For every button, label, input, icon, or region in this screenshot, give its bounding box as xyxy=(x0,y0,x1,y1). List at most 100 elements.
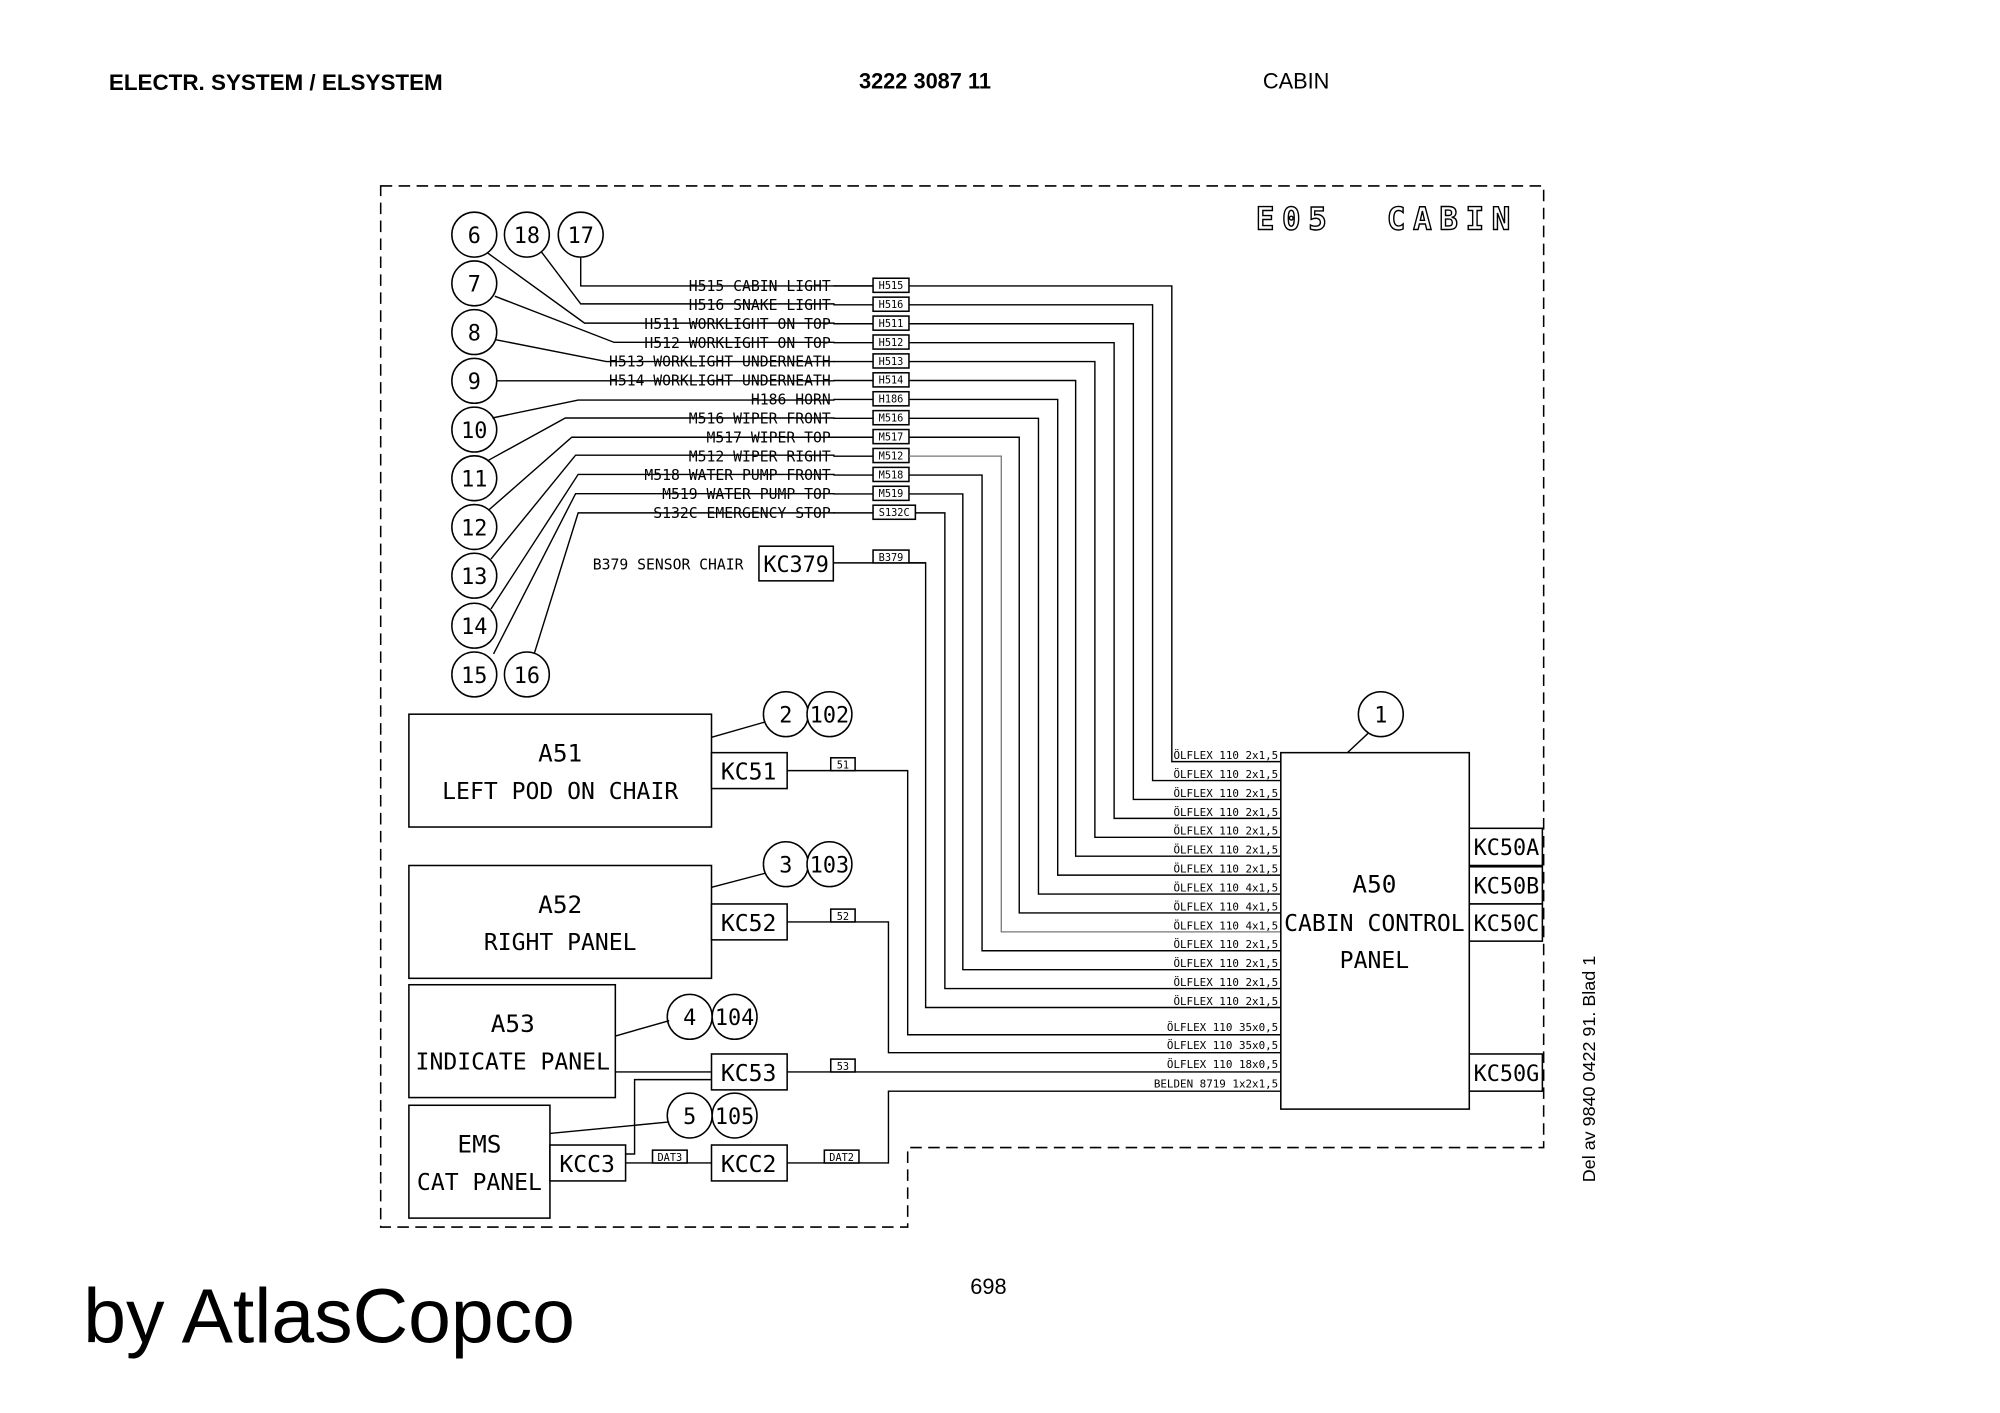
a53-id: A53 xyxy=(491,1009,535,1038)
cable-spec-label: ÖLFLEX 110 4x1,5 xyxy=(1173,919,1278,932)
reference-balloon xyxy=(451,308,498,356)
wire-tag-52 xyxy=(829,908,856,923)
circuit-wire-tag-label: H514 xyxy=(879,375,904,387)
a50-connector xyxy=(1468,827,1544,867)
reference-balloon-number: 8 xyxy=(468,321,481,346)
cable-spec-label: ÖLFLEX 110 4x1,5 xyxy=(1173,881,1278,894)
reference-balloon-number: 6 xyxy=(468,224,481,249)
wire-tag-dat2 xyxy=(823,1149,860,1164)
reference-balloon-number: 17 xyxy=(568,224,594,249)
leader-line xyxy=(486,252,835,324)
cable-spec-label: ÖLFLEX 110 2x1,5 xyxy=(1173,957,1278,970)
kcc2-connector xyxy=(710,1144,788,1182)
a50-connector xyxy=(1468,1053,1544,1092)
a51-left-pod xyxy=(408,713,713,828)
leader-line xyxy=(494,295,835,344)
cable-spec-label: ÖLFLEX 110 2x1,5 xyxy=(1173,749,1278,762)
harness-wire xyxy=(908,341,1281,820)
cable-spec-label: ÖLFLEX 110 2x1,5 xyxy=(1173,938,1278,951)
cable-spec-label: ÖLFLEX 110 2x1,5 xyxy=(1173,825,1278,838)
harness-wire xyxy=(915,512,1281,990)
reference-balloon-number: 15 xyxy=(461,664,487,689)
a52-reference-balloon-number: 3 xyxy=(779,854,792,879)
circuit-wire-tag-label: H186 xyxy=(879,394,904,406)
a50-name-line2: PANEL xyxy=(1340,948,1409,974)
reference-balloon xyxy=(451,406,498,453)
circuit-wire-tag-label: S132C xyxy=(879,507,910,519)
a53-reference-balloon-number: 4 xyxy=(683,1006,696,1031)
circuit-label: H516 SNAKE LIGHT xyxy=(689,297,831,314)
a50-connector-label: KC50A xyxy=(1474,836,1540,861)
brand-credit: by AtlasCopco xyxy=(83,1273,575,1359)
a50-reference-balloon xyxy=(1357,690,1405,738)
frame-title: E05 CABIN xyxy=(1256,202,1518,238)
a52-right-panel xyxy=(408,864,713,980)
reference-balloon xyxy=(557,211,604,258)
a52-name: RIGHT PANEL xyxy=(484,930,637,956)
circuit-wire-tag-label: H511 xyxy=(879,318,904,330)
reference-balloon xyxy=(451,211,498,258)
a50-connector xyxy=(1468,903,1544,942)
harness-wire xyxy=(908,285,1281,763)
a50-id: A50 xyxy=(1352,869,1396,898)
ems-reference-balloon-alt-number: 105 xyxy=(715,1105,754,1130)
kc51-label: KC51 xyxy=(721,760,777,786)
kc379-label: KC379 xyxy=(763,553,829,578)
cable-spec-label: ÖLFLEX 110 4x1,5 xyxy=(1173,900,1278,913)
a50-cabin-control-panel xyxy=(1280,751,1471,1110)
reference-balloon xyxy=(451,602,498,649)
a50-connector-label: KC50G xyxy=(1474,1062,1540,1087)
header-area-label: CABIN xyxy=(1263,68,1330,93)
sensor-chair-label: B379 SENSOR CHAIR xyxy=(593,556,744,573)
a52-id: A52 xyxy=(538,890,582,919)
ems-cat-panel xyxy=(408,1104,551,1219)
leader-line xyxy=(1346,732,1369,754)
ems-reference-balloon-alt xyxy=(711,1092,758,1139)
circuit-label: M518 WATER PUMP FRONT xyxy=(644,467,830,484)
harness-wire xyxy=(908,436,1281,914)
wire-tag-51 xyxy=(829,757,856,772)
harness-wire xyxy=(908,474,1281,952)
circuit-label: M519 WATER PUMP TOP xyxy=(662,486,831,503)
a53-reference-balloon-alt xyxy=(711,993,758,1041)
harness-wire xyxy=(908,360,1281,838)
reference-balloon xyxy=(451,357,498,405)
a51-name: LEFT POD ON CHAIR xyxy=(442,779,678,805)
kcc2-label: KCC2 xyxy=(721,1152,777,1178)
a50-connector-label: KC50B xyxy=(1474,875,1540,900)
reference-balloon xyxy=(503,651,551,698)
cable-spec-a51: ÖLFLEX 110 35x0,5 xyxy=(1167,1021,1278,1034)
reference-balloon-number: 7 xyxy=(468,273,481,298)
cabin-frame-border xyxy=(379,185,1545,1228)
leader-line xyxy=(492,399,835,419)
circuit-wire-tag-label: H513 xyxy=(879,356,904,368)
cable-spec-a53: ÖLFLEX 110 18x0,5 xyxy=(1167,1058,1278,1071)
leader-line xyxy=(533,512,835,653)
b379-tag-label: B379 xyxy=(879,552,904,564)
kcc3-label: KCC3 xyxy=(559,1152,615,1178)
circuit-label: H511 WORKLIGHT ON TOP xyxy=(644,316,830,333)
circuit-wire-tag-label: M519 xyxy=(879,488,904,500)
reference-balloon xyxy=(451,455,498,502)
page-number: 698 xyxy=(970,1274,1006,1299)
wire-tag-51-label: 51 xyxy=(837,760,849,772)
side-note: Del av 9840 0422 91. Blad 1 xyxy=(1579,956,1599,1182)
reference-balloon-number: 10 xyxy=(461,419,487,444)
a53-indicate-panel xyxy=(408,983,617,1099)
a51-id: A51 xyxy=(538,739,582,768)
reference-balloon xyxy=(451,260,498,307)
leader-lines xyxy=(486,250,1369,1135)
cable-spec-label: ÖLFLEX 110 2x1,5 xyxy=(1173,768,1278,781)
kc379-connector xyxy=(758,545,835,582)
wire-tag-52-label: 52 xyxy=(837,911,849,923)
circuit-wire-tag-label: H516 xyxy=(879,299,904,311)
leader-line xyxy=(490,454,835,560)
circuit-label: M512 WIPER RIGHT xyxy=(689,448,831,465)
cable-spec-label: ÖLFLEX 110 2x1,5 xyxy=(1173,806,1278,819)
cable-spec-sensor: ÖLFLEX 110 2x1,5 xyxy=(1173,995,1278,1008)
cable-spec-label: ÖLFLEX 110 2x1,5 xyxy=(1173,787,1278,800)
a51-reference-balloon-number: 2 xyxy=(779,704,792,729)
leader-line xyxy=(495,339,835,363)
harness-wire xyxy=(908,379,1281,857)
ems-line1: EMS xyxy=(457,1130,501,1159)
